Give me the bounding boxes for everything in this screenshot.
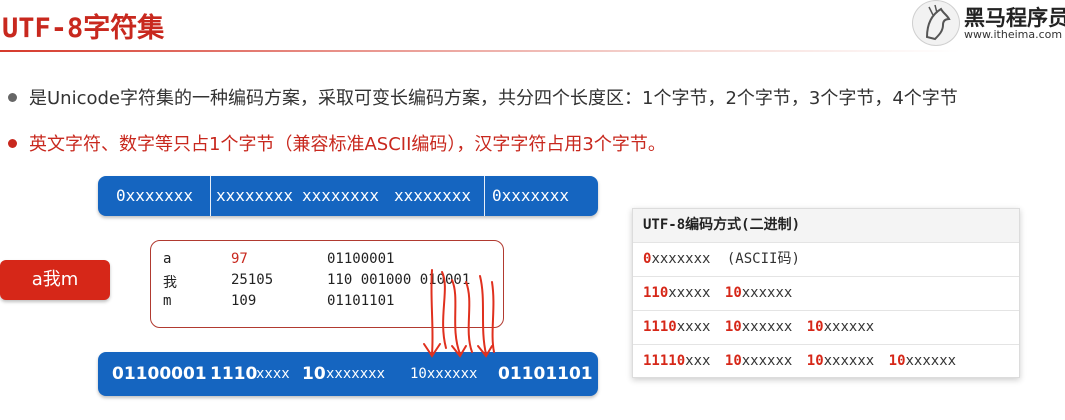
table-row: 11110xxx 10xxxxxx 10xxxxxx 10xxxxxx	[633, 344, 1019, 378]
bar-segment: xxxxxxxx	[216, 186, 294, 205]
prefix-bits: 10	[724, 353, 742, 369]
payload-bits: xxxxxx	[741, 353, 793, 369]
result-bits: 10xxxxxx	[410, 366, 478, 382]
bar-segment: xxxxxxxx	[394, 186, 472, 205]
sample-string-pill: a我m	[0, 260, 110, 300]
result-bits: xxxx	[256, 366, 290, 382]
code-cell: 109	[231, 293, 257, 309]
hand-drawn-arrows-icon	[423, 269, 495, 358]
divider	[484, 176, 485, 216]
result-byte: 01101101	[498, 364, 593, 384]
code-cell: 97	[231, 251, 248, 267]
prefix-bits: 10	[724, 285, 742, 301]
char-cell: 我	[163, 275, 177, 291]
payload-bits: xxxxx	[668, 285, 711, 301]
bullet-item: 是Unicode字符集的一种编码方案，采取可变长编码方案，共分四个长度区：1个字…	[8, 84, 958, 110]
encoded-result-bar: 01100001 1110 xxxx 10 xxxxxxx 10xxxxxx 0…	[98, 352, 598, 396]
table-header: UTF-8编码方式(二进制)	[633, 209, 1019, 242]
slide-title: UTF-8字符集	[2, 13, 165, 44]
prefix-bits: 11110	[643, 353, 686, 369]
payload-bits: xxx	[685, 353, 711, 369]
char-cell: a	[163, 251, 172, 267]
payload-bits: xxxxxxx	[651, 251, 711, 267]
prefix-bits: 110	[643, 285, 669, 301]
prefix-bits: 0	[643, 251, 652, 267]
prefix-bits: 10	[724, 319, 742, 335]
binary-cell: 01101101	[327, 293, 395, 309]
table-row: 0xxxxxxx (ASCII码)	[633, 242, 1019, 276]
result-bits: xxxxxxx	[326, 366, 386, 382]
bullet-dot-icon	[8, 138, 17, 148]
bullet-item: 英文字符、数字等只占1个字节（兼容标准ASCII编码），汉字字符占用3个字节。	[8, 130, 666, 156]
result-byte: 01100001	[112, 364, 207, 384]
row-note: (ASCII码)	[718, 251, 800, 267]
divider	[210, 176, 211, 216]
bar-segment: 0xxxxxxx	[492, 186, 570, 205]
horse-head-logo-icon	[912, 0, 960, 46]
binary-cell: 01100001	[327, 251, 395, 267]
payload-bits: xxxx	[676, 319, 711, 335]
bullet-text: 英文字符、数字等只占1个字节（兼容标准ASCII编码），汉字字符占用3个字节。	[29, 134, 666, 155]
payload-bits: xxxxxx	[741, 319, 793, 335]
payload-bits: xxxxxx	[823, 319, 875, 335]
prefix-bits: 10	[806, 319, 824, 335]
logo-url: www.itheima.com	[964, 28, 1063, 41]
utf8-encoding-table: UTF-8编码方式(二进制) 0xxxxxxx (ASCII码) 110xxxx…	[632, 208, 1020, 378]
prefix-bits: 1110	[643, 319, 677, 335]
bar-segment: 0xxxxxxx	[116, 186, 194, 205]
logo-text: 黑马程序员	[964, 6, 1065, 30]
bullet-dot-icon	[8, 92, 17, 102]
code-cell: 25105	[231, 272, 274, 288]
result-prefix: 1110	[210, 364, 258, 384]
utf8-template-bar: 0xxxxxxx xxxxxxxx xxxxxxxx xxxxxxxx 0xxx…	[98, 176, 598, 216]
bullet-text: 是Unicode字符集的一种编码方案，采取可变长编码方案，共分四个长度区：1个字…	[29, 88, 958, 109]
brand-logo: 黑马程序员 www.itheima.com	[912, 0, 1065, 48]
title-underline	[0, 50, 960, 52]
prefix-bits: 10	[806, 353, 824, 369]
bar-segment: xxxxxxxx	[302, 186, 380, 205]
result-prefix: 10	[302, 364, 326, 384]
table-row: 110xxxxx 10xxxxxx	[633, 276, 1019, 310]
payload-bits: xxxxxx	[905, 353, 957, 369]
prefix-bits: 10	[888, 353, 906, 369]
payload-bits: xxxxxx	[823, 353, 875, 369]
encoding-breakdown-box: a 97 01100001 我 25105 110 001000 010001 …	[150, 240, 504, 328]
binary-cell: 110 001000 010001	[327, 272, 471, 288]
table-row: 1110xxxx 10xxxxxx 10xxxxxx	[633, 310, 1019, 344]
table-header-label: UTF-8编码方式(二进制)	[643, 217, 801, 233]
payload-bits: xxxxxx	[741, 285, 793, 301]
char-cell: m	[163, 293, 172, 309]
